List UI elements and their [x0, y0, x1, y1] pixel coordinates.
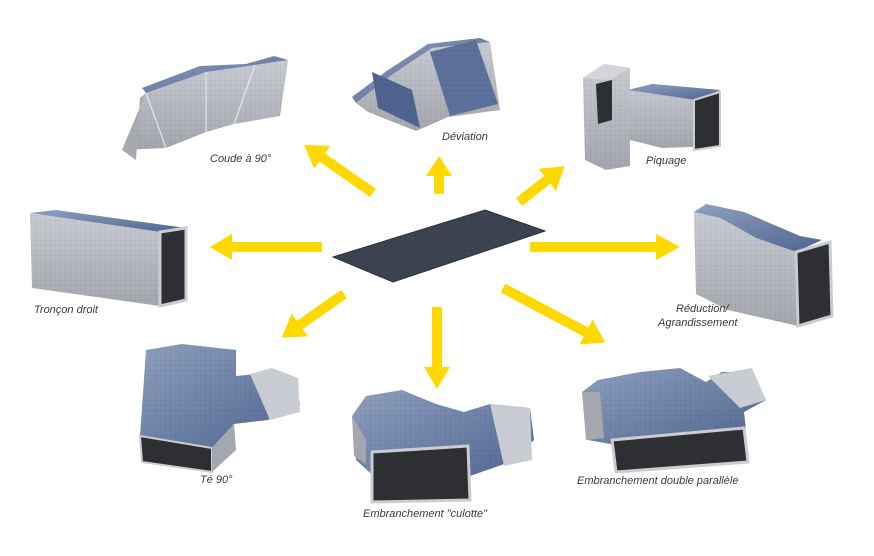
arrow-to-piquage	[515, 166, 565, 206]
duct-culotte	[352, 390, 534, 504]
label-embranchement-double: Embranchement double parallèle	[577, 475, 739, 487]
label-reduction-line2: Agrandissement	[658, 317, 738, 329]
duct-deviation	[352, 38, 500, 131]
label-deviation: Déviation	[442, 131, 488, 143]
arrows	[210, 144, 680, 389]
duct-te-90	[138, 344, 300, 474]
duct-reduction	[694, 204, 834, 328]
duct-coude-90	[122, 56, 288, 160]
arrow-to-troncon	[210, 234, 322, 260]
label-coude-90: Coude à 90°	[210, 153, 272, 165]
label-te-90: Té 90°	[200, 474, 233, 486]
duct-troncon-droit	[30, 210, 188, 308]
label-embranchement-culotte: Embranchement "culotte"	[363, 508, 487, 520]
label-piquage: Piquage	[646, 155, 687, 167]
arrow-to-te	[281, 289, 347, 338]
duct-double-parallele	[582, 368, 766, 474]
center-flat-panel	[331, 209, 547, 283]
arrow-to-culotte	[424, 307, 450, 389]
arrow-to-deviation	[426, 156, 452, 194]
arrow-to-coude	[304, 144, 376, 198]
label-reduction-line1: Réduction/	[676, 303, 729, 315]
label-troncon-droit: Tronçon droit	[34, 304, 98, 316]
arrow-to-reduction	[530, 234, 680, 260]
arrow-to-double	[500, 283, 606, 345]
duct-piquage	[583, 64, 721, 170]
